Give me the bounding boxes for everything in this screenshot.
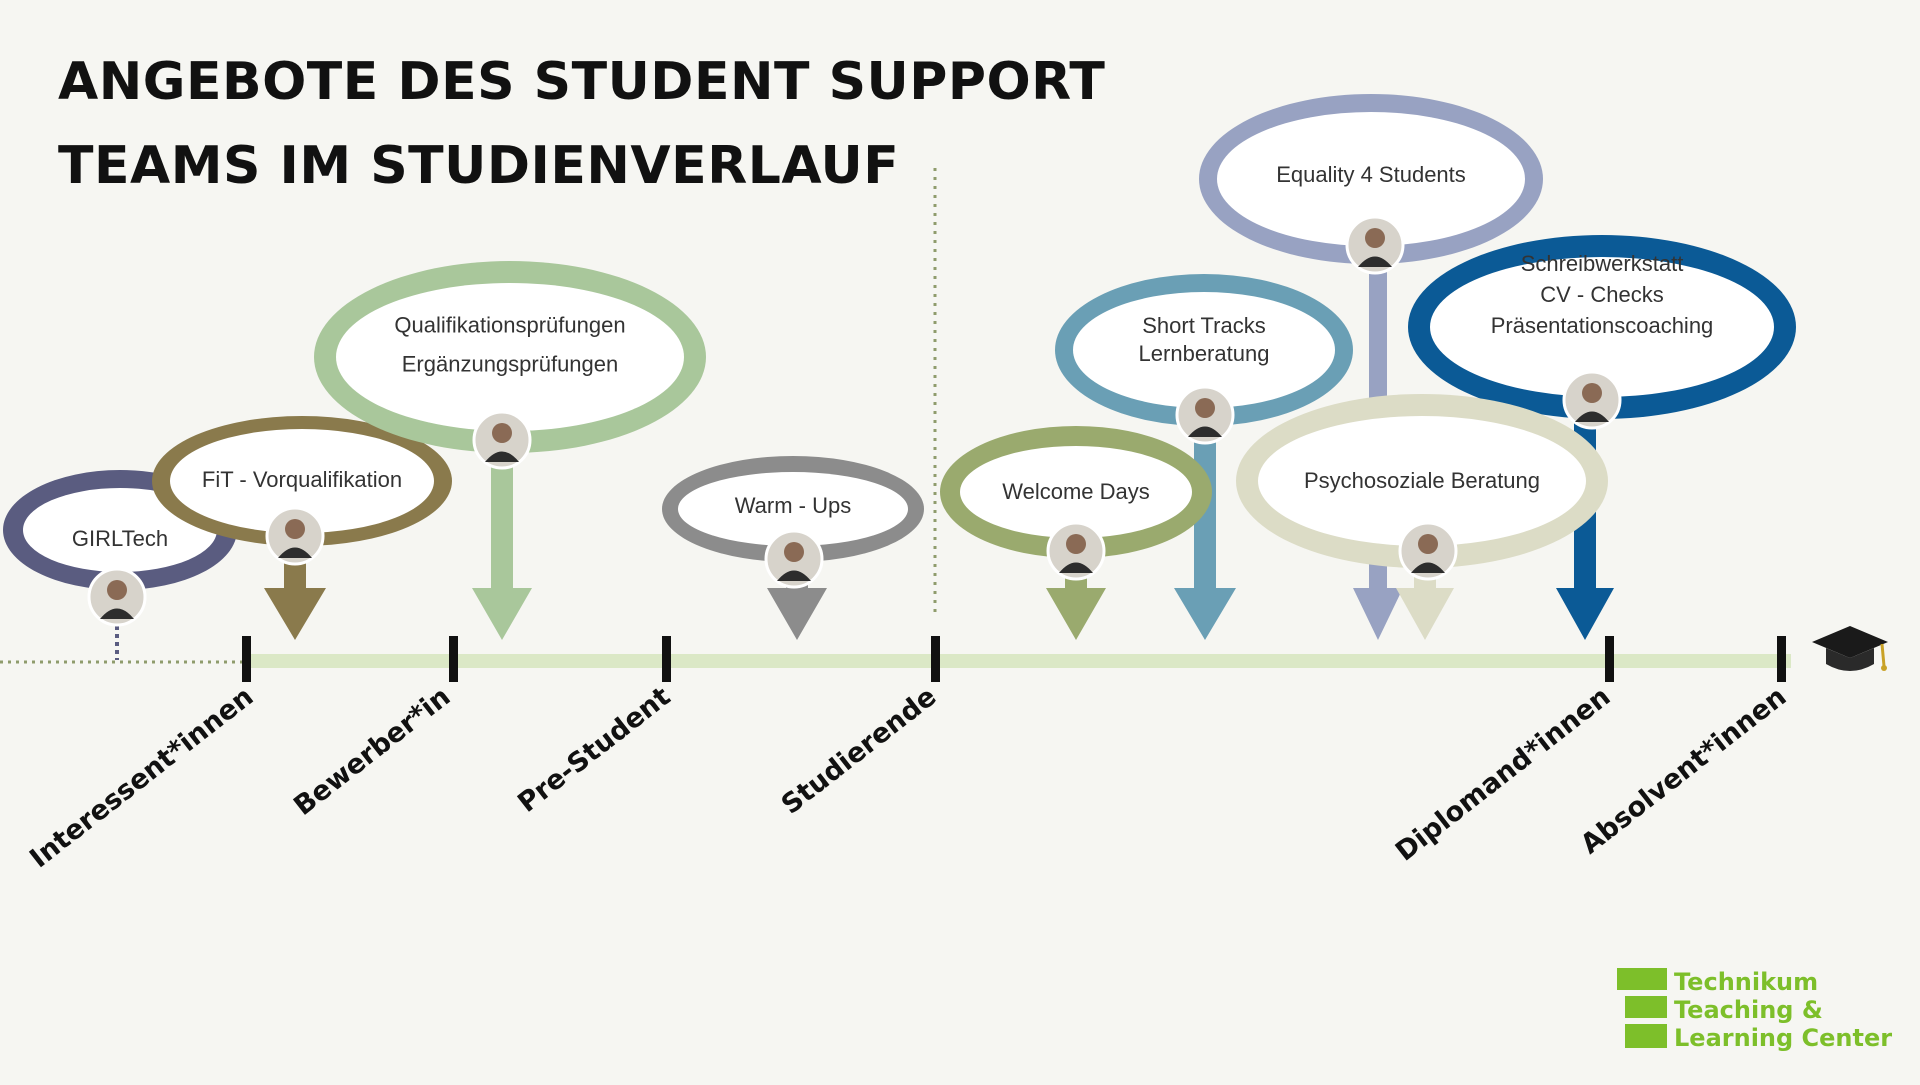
- quali-person-photo-icon: [474, 412, 530, 468]
- fit-label: FiT - Vorqualifikation: [202, 467, 402, 492]
- shorttracks-label: Short Tracks: [1142, 313, 1265, 338]
- schreib-label: Präsentationscoaching: [1491, 313, 1714, 338]
- technikum-logo: Technikum Teaching & Learning Center: [1617, 968, 1907, 1054]
- welcome-person-photo-icon: [1048, 523, 1104, 579]
- stage-tick: [449, 636, 458, 682]
- welcome-label: Welcome Days: [1002, 479, 1150, 504]
- schreib-label: CV - Checks: [1540, 282, 1663, 307]
- schreib-person-photo-icon: [1564, 372, 1620, 428]
- shorttracks-person-photo-icon: [1177, 387, 1233, 443]
- psycho-person-photo-icon: [1400, 523, 1456, 579]
- quali-label: Ergänzungsprüfungen: [402, 351, 619, 376]
- graduation-cap-icon: [1812, 626, 1888, 671]
- fit-person-photo-icon: [267, 508, 323, 564]
- girltech-person-photo-icon: [89, 569, 145, 625]
- psycho-label: Psychosoziale Beratung: [1304, 468, 1540, 493]
- title-line-2: TEAMS IM STUDIENVERLAUF: [58, 124, 1105, 208]
- tlc-logo-icon: [1617, 968, 1669, 1050]
- logo-text: Technikum Teaching & Learning Center: [1674, 968, 1892, 1052]
- stage-label: Studierende: [776, 681, 942, 821]
- stage-tick: [931, 636, 940, 682]
- title-line-1: ANGEBOTE DES STUDENT SUPPORT: [58, 40, 1105, 124]
- schreib-label: Schreibwerkstatt: [1521, 251, 1684, 276]
- psycho-arrow: [1396, 570, 1454, 640]
- stage-tick: [1605, 636, 1614, 682]
- stage-tick: [1777, 636, 1786, 682]
- quali-arrow: [472, 440, 532, 640]
- equality-label: Equality 4 Students: [1276, 162, 1466, 187]
- logo-line-2: Teaching &: [1674, 996, 1892, 1024]
- equality-person-photo-icon: [1347, 217, 1403, 273]
- logo-line-1: Technikum: [1674, 968, 1892, 996]
- girltech-label: GIRLTech: [72, 526, 168, 551]
- page-title: ANGEBOTE DES STUDENT SUPPORT TEAMS IM ST…: [58, 40, 1105, 208]
- shorttracks-label: Lernberatung: [1139, 341, 1270, 366]
- stage-label: Interessent*innen: [24, 681, 259, 874]
- stage-tick: [662, 636, 671, 682]
- stage-label: Bewerber*in: [288, 681, 456, 822]
- timeline-bar: [246, 654, 1791, 668]
- warmups-label: Warm - Ups: [735, 493, 852, 518]
- stage-label: Pre-Student: [512, 681, 676, 819]
- logo-line-3: Learning Center: [1674, 1024, 1892, 1052]
- quali-label: Qualifikationsprüfungen: [394, 312, 625, 337]
- stage-tick: [242, 636, 251, 682]
- warmups-person-photo-icon: [766, 531, 822, 587]
